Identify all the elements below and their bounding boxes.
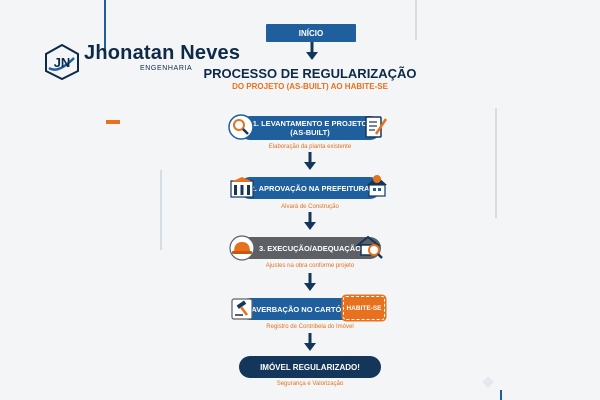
hard-hat-icon bbox=[229, 235, 255, 261]
decor-line-left bbox=[160, 170, 162, 250]
step-2-note: Alvará de Construção bbox=[281, 204, 339, 210]
arrow-down bbox=[306, 42, 318, 60]
step-2: 2. APROVAÇÃO NA PREFEITURA bbox=[239, 177, 381, 199]
step-1-label: 1. LEVANTAMENTO E PROJETO bbox=[252, 119, 368, 128]
brand-initials: JN bbox=[54, 55, 71, 70]
decor-line-top-right bbox=[415, 0, 417, 40]
step-3: 3. EXECUÇÃO/ADEQUAÇÃO bbox=[239, 237, 381, 259]
step-1-label-cont: (AS-BUILT) bbox=[290, 128, 330, 137]
step-3-note: Ajustes na obra conforme projeto bbox=[265, 263, 355, 269]
brand-logo: JN Jhonatan Neves ENGENHARIA bbox=[44, 42, 240, 82]
start-box: INÍCIO bbox=[266, 24, 356, 42]
decor-dash-orange bbox=[106, 120, 120, 124]
final-result: IMÓVEL REGULARIZADO! bbox=[239, 356, 381, 378]
step-1: 1. LEVANTAMENTO E PROJETO (AS-BUILT) bbox=[239, 116, 381, 140]
step-5-note: Registro de Contribela do Imóvel bbox=[266, 324, 354, 330]
brand-sub: ENGENHARIA bbox=[140, 65, 193, 72]
house-stamp-icon bbox=[367, 175, 387, 197]
decor-diamond bbox=[482, 376, 494, 388]
checklist-pencil-icon bbox=[365, 116, 388, 138]
house-magnifier-icon bbox=[356, 235, 383, 259]
habite-se-seal: HABITE-SE bbox=[343, 296, 385, 320]
arrow-down bbox=[304, 333, 316, 351]
step-1-note: Elaboração da planta existente bbox=[268, 144, 352, 150]
magnifier-icon bbox=[228, 114, 254, 140]
decor-line-top-left bbox=[104, 0, 106, 50]
brand-mark-icon: JN bbox=[45, 44, 79, 80]
page-subtitle: DO PROJETO (AS-BUILT) AO HABITE-SE bbox=[232, 82, 388, 91]
gavel-document-icon bbox=[231, 298, 253, 320]
city-hall-icon bbox=[230, 177, 254, 198]
page-title: PROCESSO DE REGULARIZAÇÃO bbox=[203, 66, 417, 81]
step-5: 5. AVERBAÇÃO NO CARTÓRIO bbox=[239, 298, 359, 320]
arrow-down bbox=[304, 152, 316, 170]
brand-name: Jhonatan Neves bbox=[84, 42, 241, 64]
decor-line-bottom-right bbox=[500, 390, 502, 400]
decor-line-right bbox=[495, 108, 497, 218]
final-note: Segurança e Valorização bbox=[276, 381, 344, 387]
arrow-down bbox=[304, 212, 316, 230]
arrow-down bbox=[304, 273, 316, 291]
